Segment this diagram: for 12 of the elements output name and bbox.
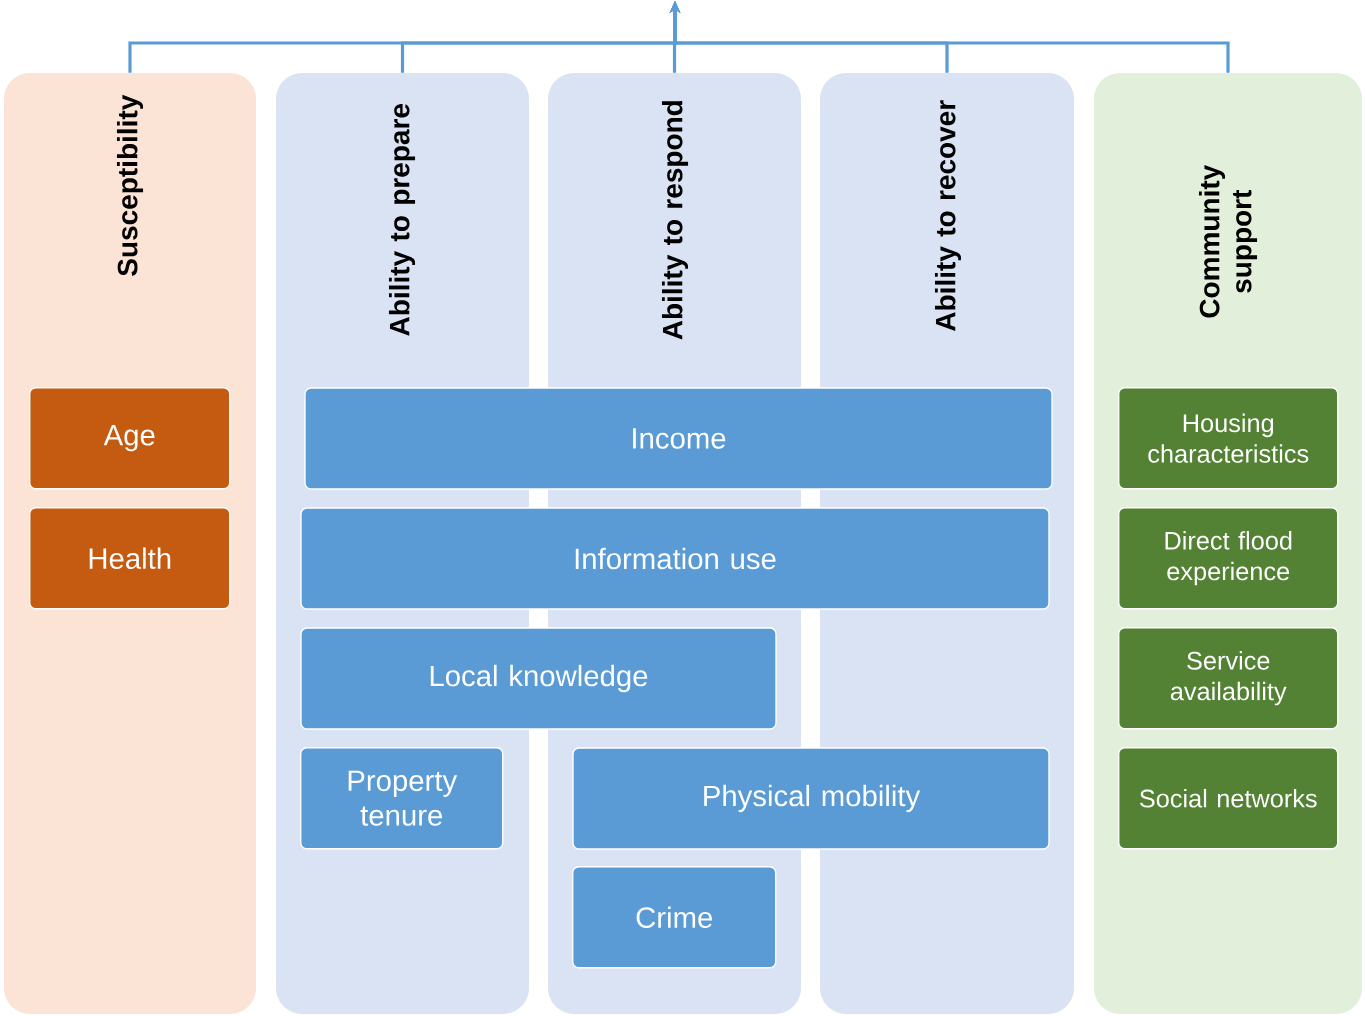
factor-box: Crime [572,866,777,969]
factor-box: Information use [300,507,1050,610]
factor-box: Health [29,507,231,610]
factor-box: Property tenure [300,747,504,850]
factor-box: Income [304,387,1053,490]
factor-box: Social networks [1118,747,1339,850]
factor-box: Age [29,387,231,490]
factor-box: Physical mobility [572,747,1050,850]
factor-box: Service availability [1118,627,1339,730]
factor-box: Direct flood experience [1118,507,1339,610]
factor-box: Housing characteristics [1118,387,1339,490]
factor-box: Local knowledge [300,627,777,730]
